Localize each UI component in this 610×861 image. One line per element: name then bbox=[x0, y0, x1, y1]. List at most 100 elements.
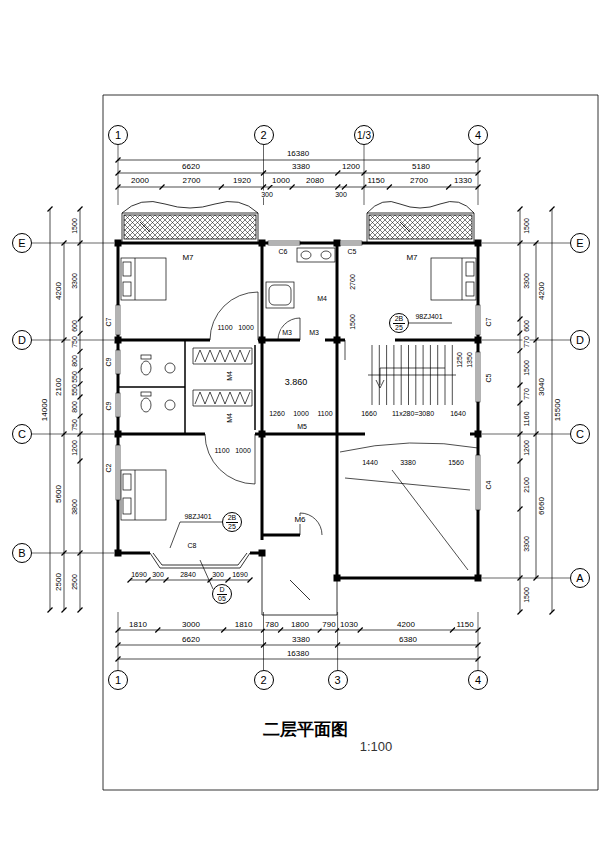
dimension-text: 2500 bbox=[71, 573, 78, 591]
dimension-text: 770 bbox=[523, 387, 530, 401]
drawing-title: 二层平面图 bbox=[263, 721, 348, 738]
dimension-text: 15500 bbox=[554, 398, 562, 422]
stairs bbox=[368, 345, 456, 405]
dimension-text: C2 bbox=[105, 463, 112, 474]
leader-lines bbox=[170, 323, 452, 589]
plan-label: 2080 bbox=[305, 177, 325, 185]
plan-label: 1000 bbox=[271, 177, 291, 185]
dimension-text: C9 bbox=[105, 357, 112, 368]
plan-label: 2700 bbox=[409, 177, 429, 185]
plan-label: 2700 bbox=[182, 177, 202, 185]
axis-label: 1/3 bbox=[357, 130, 371, 141]
plan-label: 1100 bbox=[213, 447, 230, 454]
dimension-text: 3300 bbox=[523, 535, 530, 553]
dimension-text: 5600 bbox=[55, 484, 63, 504]
dimension-text: 750 bbox=[71, 335, 78, 349]
dimension-text: 6660 bbox=[538, 496, 546, 516]
dimension-text: 3300 bbox=[71, 272, 78, 290]
dimension-text: M4 bbox=[226, 412, 233, 424]
plan-label: 780 bbox=[264, 621, 279, 629]
plan-label: 3380 bbox=[291, 636, 311, 644]
axis-bubble: 1 bbox=[108, 670, 128, 690]
axis-bubble: E bbox=[12, 233, 32, 253]
plan-label: 1:100 bbox=[359, 740, 394, 753]
axis-bubble: 2 bbox=[254, 670, 274, 690]
dimension-text: 550 bbox=[71, 383, 78, 397]
dimension-text: 600 bbox=[71, 319, 78, 333]
plan-label: C8 bbox=[187, 542, 198, 549]
axis-label: C bbox=[18, 428, 26, 440]
axis-bubble: C bbox=[570, 424, 590, 444]
plan-label: 11x280=3080 bbox=[391, 410, 435, 417]
dimension-text: 1250 bbox=[456, 351, 463, 369]
axis-bubble: 3 bbox=[328, 670, 348, 690]
axis-label: D bbox=[576, 334, 584, 346]
axis-label: 2 bbox=[260, 129, 266, 141]
plan-label: 1920 bbox=[232, 177, 252, 185]
dimension-text: 1200 bbox=[71, 439, 78, 457]
plan-label: 5180 bbox=[411, 163, 431, 171]
dimension-text: 3800 bbox=[71, 498, 78, 516]
dimension-text: 2100 bbox=[523, 476, 530, 494]
plan-label: 1690 bbox=[231, 571, 249, 578]
dimension-text: 770 bbox=[523, 335, 530, 349]
dimension-text: C4 bbox=[485, 480, 492, 491]
dimension-text: 2500 bbox=[55, 572, 63, 592]
void-outline bbox=[340, 443, 478, 570]
dimension-text: 600 bbox=[523, 319, 530, 333]
dimension-text: 3300 bbox=[523, 272, 530, 290]
dimension-text: 1350 bbox=[466, 351, 473, 369]
axis-bubble: D bbox=[570, 330, 590, 350]
doors bbox=[205, 292, 345, 535]
dimension-text: 4200 bbox=[55, 281, 63, 301]
plan-label: 98ZJ401 bbox=[183, 513, 212, 520]
dimension-text: M4 bbox=[226, 370, 233, 382]
plan-label: 16380 bbox=[286, 150, 310, 158]
plan-label: M7 bbox=[181, 254, 194, 262]
plan-label: 6380 bbox=[398, 636, 418, 644]
axis-bubble: C bbox=[12, 424, 32, 444]
plan-label: M4 bbox=[316, 295, 328, 302]
dimension-text: 1500 bbox=[523, 586, 530, 604]
plan-label: 1200 bbox=[341, 163, 361, 171]
axis-label: 1 bbox=[115, 129, 121, 141]
plan-label: 3380 bbox=[399, 459, 417, 466]
plan-label: 1000 bbox=[234, 447, 252, 454]
plan-label: 1030 bbox=[339, 621, 359, 629]
plan-label: 16380 bbox=[286, 650, 310, 658]
detail-index-text: 2B bbox=[226, 514, 239, 523]
axis-label: 2 bbox=[260, 674, 266, 686]
plan-label: 1800 bbox=[290, 621, 310, 629]
axis-bubble: 1 bbox=[108, 125, 128, 145]
dimension-text: 1500 bbox=[349, 313, 356, 331]
dimension-text: C7 bbox=[485, 317, 492, 328]
axis-bubble: 1/3 bbox=[354, 125, 374, 145]
plan-label: M3 bbox=[308, 329, 320, 336]
plan-label: 1640 bbox=[449, 410, 467, 417]
dimension-text: C9 bbox=[105, 401, 112, 412]
columns bbox=[115, 240, 482, 582]
axis-bubble: 4 bbox=[468, 125, 488, 145]
plan-label: 1440 bbox=[361, 459, 379, 466]
plan-label: 300 bbox=[260, 191, 274, 198]
plan-label: C6 bbox=[278, 248, 289, 255]
plan-label: 3380 bbox=[291, 163, 311, 171]
plan-label: C5 bbox=[347, 248, 358, 255]
plan-label: 790 bbox=[321, 621, 336, 629]
dimension-text: 1160 bbox=[523, 410, 530, 427]
sheet-frame bbox=[103, 95, 598, 790]
balconies bbox=[122, 201, 474, 615]
plan-label: 6620 bbox=[181, 636, 201, 644]
plan-label: 1150 bbox=[455, 621, 474, 629]
plan-label: 1260 bbox=[268, 410, 286, 417]
plan-label: 1810 bbox=[128, 621, 148, 629]
dimension-text: 550 bbox=[71, 370, 78, 384]
axis-bubble: 2 bbox=[254, 125, 274, 145]
dimension-text: 1500 bbox=[71, 217, 78, 235]
dimension-text: 3040 bbox=[538, 377, 546, 397]
dimension-text: 750 bbox=[71, 418, 78, 432]
plan-label: M7 bbox=[405, 254, 418, 262]
axis-lines bbox=[32, 145, 570, 670]
axis-bubble: E bbox=[570, 233, 590, 253]
plan-label: M6 bbox=[293, 516, 306, 524]
